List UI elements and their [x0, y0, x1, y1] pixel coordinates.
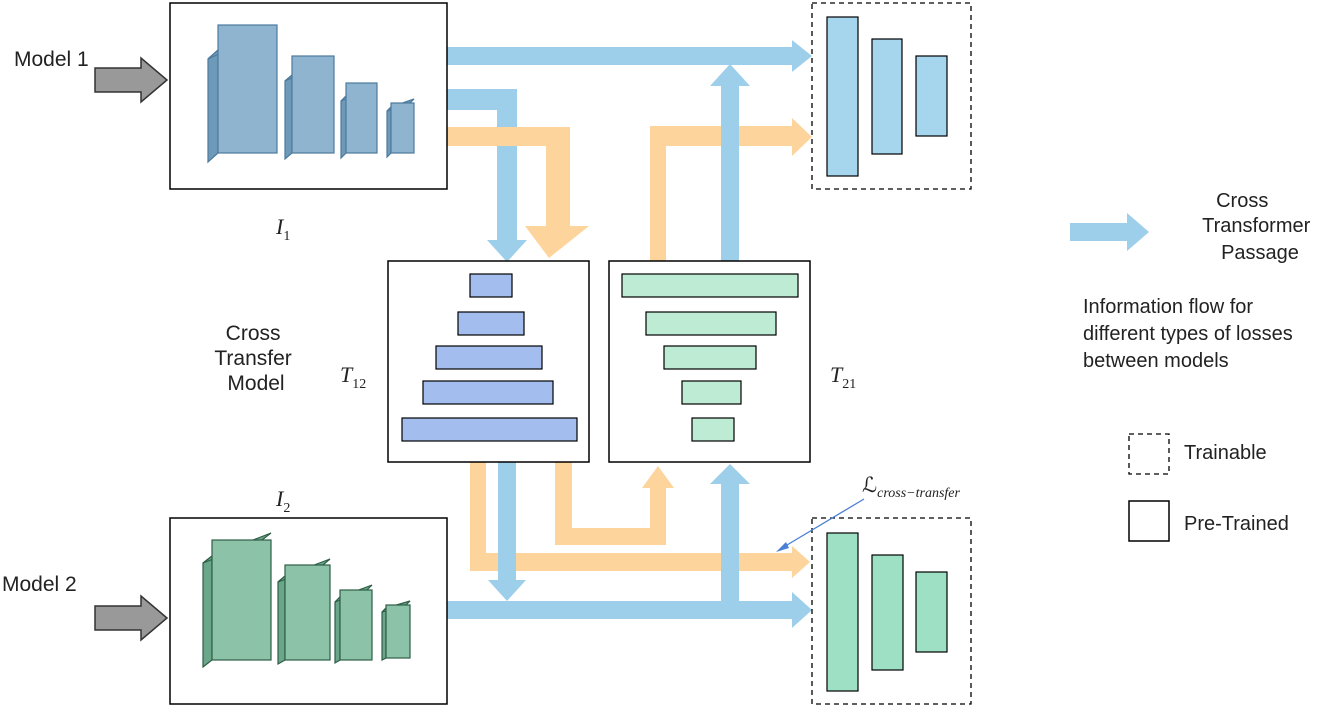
head1-bar-3 [915, 55, 948, 137]
m2-block-3-side [334, 595, 341, 665]
loss-label: ℒcross−transfer [862, 473, 961, 501]
m1-block-1-side [207, 48, 219, 164]
t12-bar-1 [469, 273, 513, 298]
blue-arrow-t21-up [710, 64, 750, 262]
orange-arrow-t12-to-t21 [555, 462, 674, 545]
m1-block-3 [345, 82, 378, 154]
head2-box [811, 517, 972, 705]
t21-bar-1 [621, 273, 799, 298]
t21-bar-3 [663, 345, 757, 370]
head1-group [811, 2, 972, 190]
legend-pretrained-label: Pre-Trained [1184, 513, 1289, 535]
legend-passage-label: Cross Transformer Passage [1202, 190, 1316, 264]
legend-passage-arrow [1070, 213, 1149, 251]
flow-arrows [447, 40, 812, 628]
loss-pointer-line [781, 498, 865, 549]
model1-blocks [207, 24, 415, 164]
m2-block-1 [211, 539, 272, 661]
head2-bar-3 [915, 571, 948, 653]
t21-bar-5 [691, 417, 735, 442]
model1-input-arrow [94, 56, 169, 104]
i1-label: I1 [275, 214, 290, 244]
orange-arrow-m1-to-t12 [447, 127, 589, 258]
t12-bar-4 [422, 380, 554, 405]
cross-transfer-model: Cross Transfer Model T12 T21 [214, 260, 856, 463]
m1-block-4-side [386, 105, 392, 159]
m2-block-3 [339, 589, 373, 661]
t21-bar-4 [681, 380, 742, 405]
m2-block-1-side [202, 554, 213, 669]
head1-bar-1 [826, 16, 859, 177]
cross-transfer-model-label: Cross Transfer Model [214, 322, 297, 395]
m1-block-2-side [284, 73, 293, 161]
t12-bars [401, 273, 578, 442]
m1-block-3-side [340, 94, 347, 160]
model2-blocks [202, 532, 411, 669]
t21-bars [621, 273, 799, 442]
m1-block-4 [390, 102, 415, 154]
legend-info-flow: Information flow for different types of … [1083, 296, 1298, 372]
loss-annotation: ℒcross−transfer [776, 473, 961, 552]
model1-group: Model 1 I1 [14, 2, 448, 244]
head1-bar-2 [871, 38, 903, 155]
blue-arrow-m1-to-t12 [447, 89, 527, 262]
t12-bar-3 [435, 345, 543, 370]
m1-block-2 [291, 55, 335, 154]
m2-block-2-side [277, 574, 286, 666]
m2-block-4 [385, 604, 411, 659]
model1-label: Model 1 [14, 48, 89, 71]
legend: Cross Transformer Passage Information fl… [1070, 190, 1316, 542]
head2-bar-1 [826, 532, 859, 692]
model2-group: Model 2 I2 [2, 486, 448, 705]
head2-bar-2 [871, 554, 904, 671]
t21-bar-2 [645, 311, 777, 336]
t12-label: T12 [340, 362, 366, 392]
blue-arrow-m1-to-head1 [447, 40, 812, 72]
head1-box [811, 2, 972, 190]
legend-trainable-label: Trainable [1184, 442, 1267, 464]
m2-block-2 [284, 564, 331, 661]
orange-arrow-t12-to-head2 [470, 462, 810, 578]
loss-pointer-head [776, 542, 789, 552]
model2-input-arrow [94, 594, 169, 642]
t12-bar-5 [401, 417, 578, 442]
legend-pretrained-swatch [1128, 500, 1170, 542]
t21-label: T21 [830, 362, 856, 392]
model2-label: Model 2 [2, 573, 77, 596]
blue-arrow-m2-to-t21 [710, 464, 750, 601]
m1-block-1 [217, 24, 278, 154]
t12-bar-2 [457, 311, 525, 336]
blue-arrow-m2-to-head2 [447, 592, 812, 628]
legend-trainable-swatch [1128, 433, 1170, 475]
m2-block-4-side [381, 606, 387, 661]
blue-arrow-t12-down [488, 462, 526, 601]
head2-group [811, 517, 972, 705]
i2-label: I2 [275, 486, 290, 516]
orange-arrow-t21-to-head1 [650, 118, 812, 261]
